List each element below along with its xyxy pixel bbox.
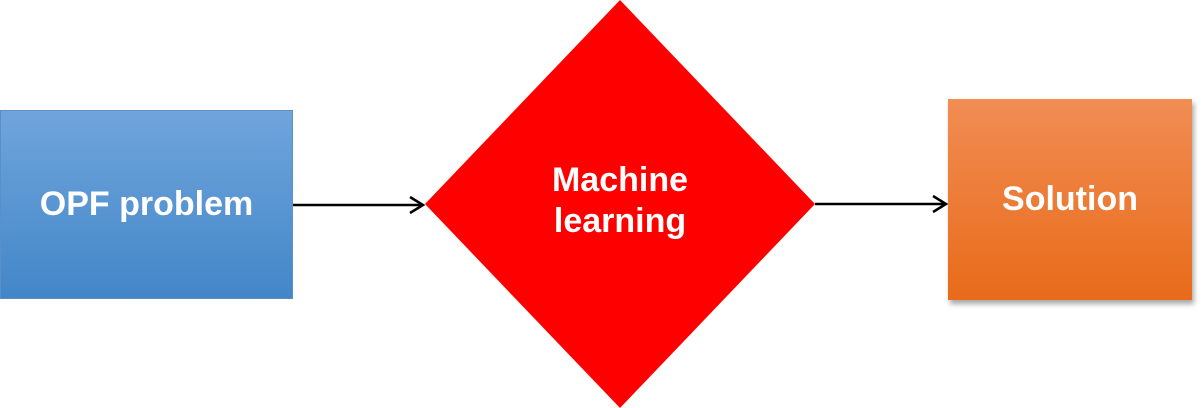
opf-problem-box: OPF problem <box>0 110 293 299</box>
solution-box: Solution <box>948 99 1192 300</box>
opf-problem-label: OPF problem <box>39 185 254 223</box>
ml-line2: learning <box>553 202 687 240</box>
solution-label: Solution <box>1002 180 1138 218</box>
machine-learning-label: Machine learning <box>520 160 720 242</box>
arrow-opf-to-ml <box>293 195 426 215</box>
ml-line1: Machine <box>551 161 689 199</box>
arrow-ml-to-solution <box>815 194 949 214</box>
machine-learning-diamond <box>425 0 815 408</box>
